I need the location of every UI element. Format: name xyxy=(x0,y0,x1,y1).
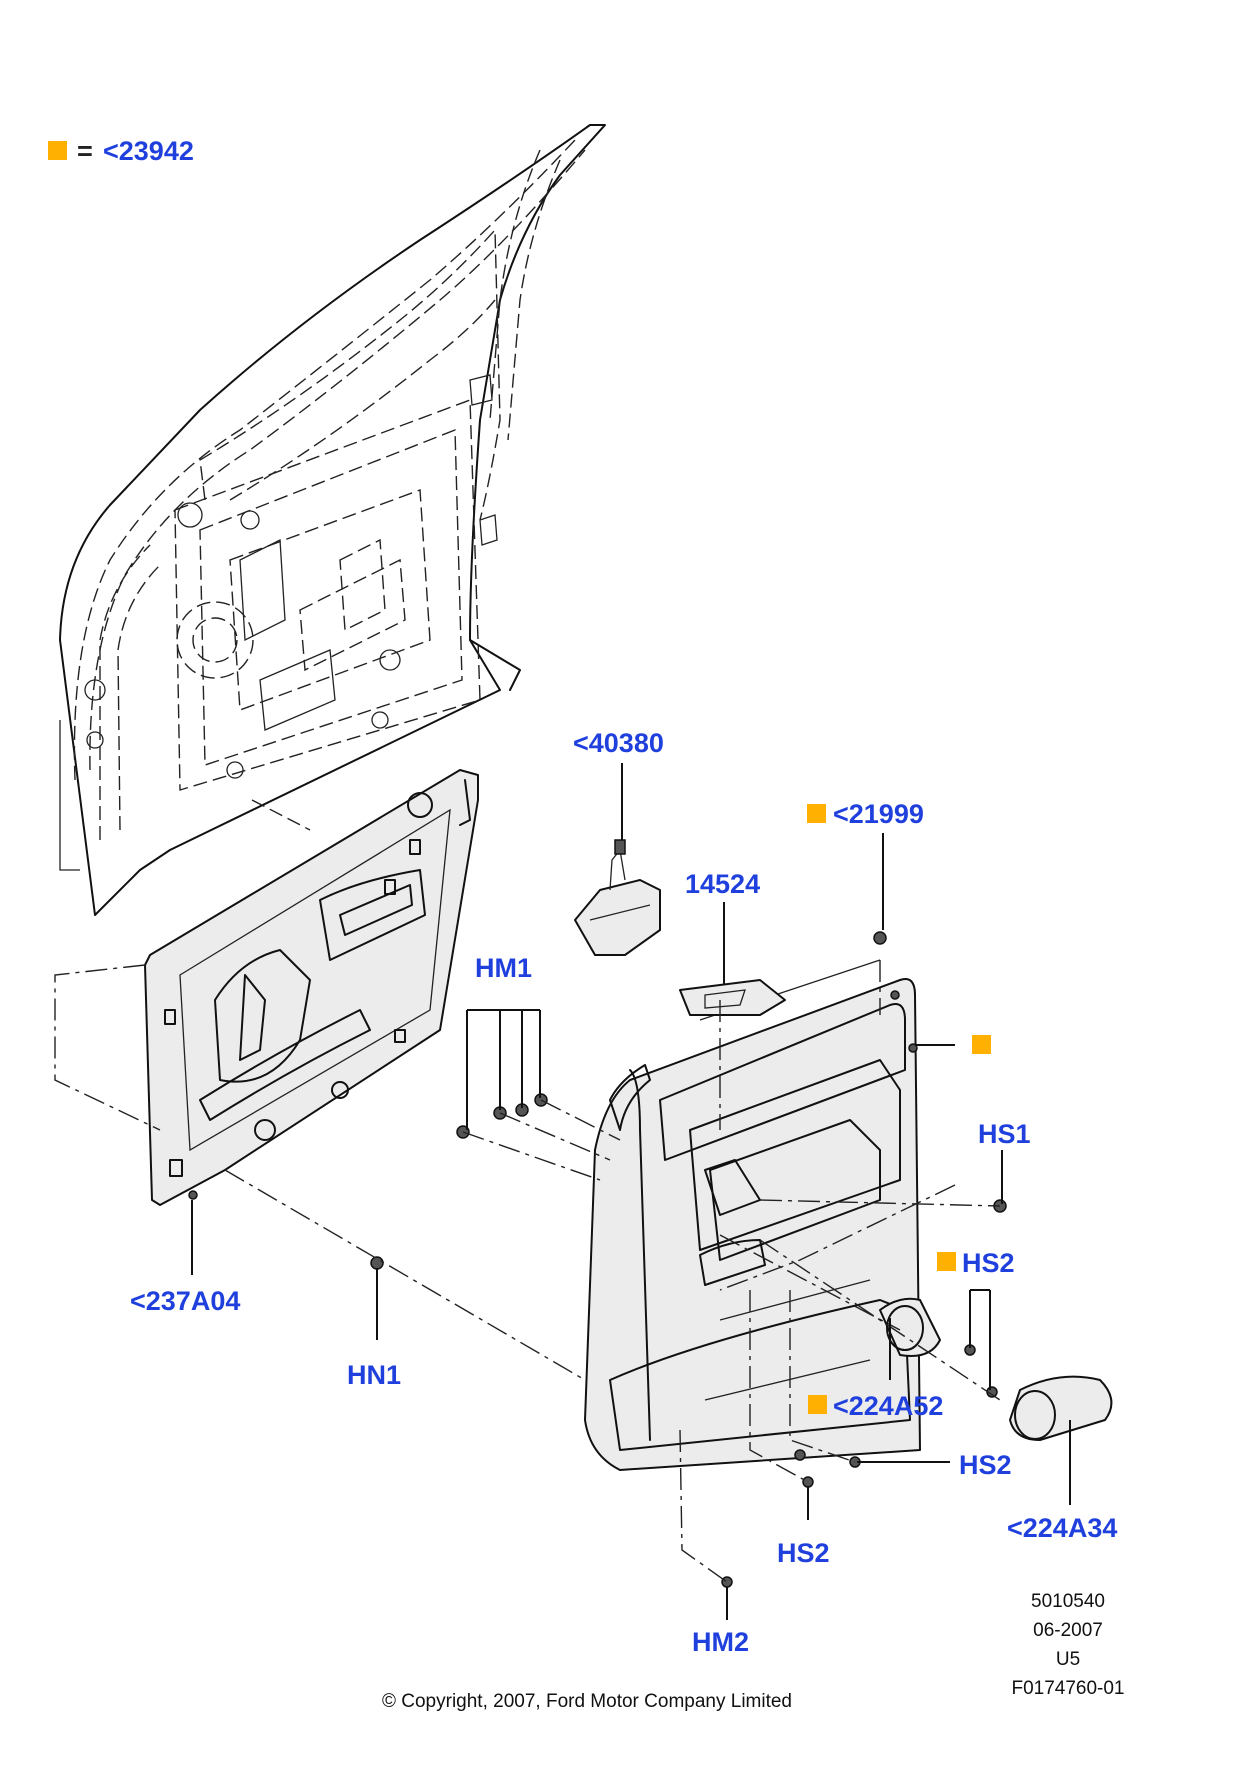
water-shield-drawing xyxy=(144,769,479,1206)
callout-hs2-a[interactable]: HS2 xyxy=(962,1248,1015,1278)
callout-hm1[interactable]: HM1 xyxy=(475,953,532,983)
info-block: 5010540 06-2007 U5 F0174760-01 xyxy=(1011,1591,1124,1699)
armrest-cup-drawing xyxy=(879,1297,941,1357)
legend: = <23942 xyxy=(48,136,194,166)
door-trim-panel-drawing xyxy=(584,959,921,1471)
info-code: U5 xyxy=(1056,1649,1080,1670)
info-number: 5010540 xyxy=(1031,1591,1105,1612)
callout-hm2[interactable]: HM2 xyxy=(692,1627,749,1657)
callout-hs2-b[interactable]: HS2 xyxy=(959,1450,1012,1480)
copyright-text: © Copyright, 2007, Ford Motor Company Li… xyxy=(382,1691,792,1712)
armrest-pad-drawing xyxy=(1009,1375,1113,1441)
leader-lines xyxy=(191,763,1071,1620)
legend-label[interactable]: <23942 xyxy=(103,136,194,166)
switch-bezel-drawing xyxy=(679,979,786,1016)
callout-hn1[interactable]: HN1 xyxy=(347,1360,401,1390)
callout-224a34[interactable]: <224A34 xyxy=(1007,1513,1117,1543)
highlight-marker-icon xyxy=(48,141,67,160)
info-figure: F0174760-01 xyxy=(1011,1678,1124,1699)
callout-hs1[interactable]: HS1 xyxy=(978,1119,1031,1149)
info-date: 06-2007 xyxy=(1033,1620,1103,1641)
legend-equals: = xyxy=(77,136,93,166)
assembly-lines xyxy=(54,960,1001,1583)
callout-224a52[interactable]: <224A52 xyxy=(833,1391,943,1421)
highlight-marker-icon xyxy=(808,1395,827,1414)
highlight-marker-icon xyxy=(972,1035,991,1054)
callout-21999[interactable]: <21999 xyxy=(833,799,924,829)
callouts: <40380 <21999 14524 HM1 HS1 HS2 <237A04 … xyxy=(130,728,1117,1657)
callout-14524[interactable]: 14524 xyxy=(685,869,760,899)
callout-40380[interactable]: <40380 xyxy=(573,728,664,758)
callout-hs2-c[interactable]: HS2 xyxy=(777,1538,830,1568)
door-frame-drawing xyxy=(59,124,606,916)
callout-237a04[interactable]: <237A04 xyxy=(130,1286,240,1316)
highlight-marker-icon xyxy=(807,804,826,823)
highlight-marker-icon xyxy=(937,1252,956,1271)
handle-bracket-drawing xyxy=(574,839,661,956)
